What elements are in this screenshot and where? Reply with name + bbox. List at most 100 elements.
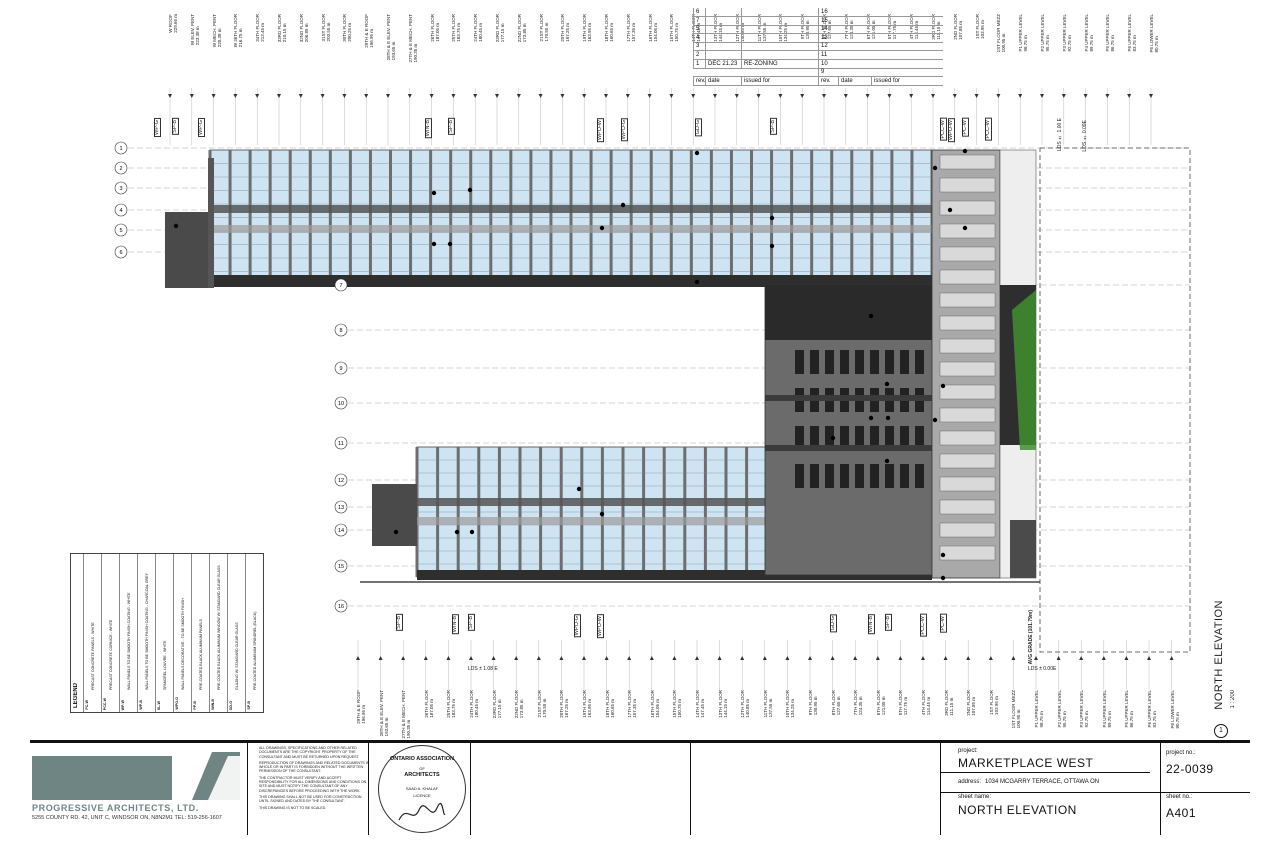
level-marker — [536, 656, 541, 660]
grid-bubble-label: 4 — [119, 208, 122, 214]
revision-cell — [741, 42, 744, 51]
grid-bubble-label: 12 — [338, 478, 344, 484]
level-label: P3 UPPER LEVEL 92.75 m — [1079, 690, 1090, 728]
level-marker — [1056, 656, 1061, 660]
podium-window — [915, 426, 924, 450]
project-number: 22-0039 — [1166, 762, 1214, 776]
level-marker — [1083, 94, 1088, 98]
material-marker — [576, 486, 582, 492]
level-marker — [830, 656, 835, 660]
floor-band — [417, 498, 932, 506]
podium-window — [870, 426, 879, 450]
building-elevation — [165, 147, 1191, 653]
material-tag: PC-W — [962, 118, 969, 137]
level-marker — [320, 94, 325, 98]
title-block — [30, 740, 1250, 835]
level-label: 6TH FLOOR 121.05 m — [875, 690, 886, 716]
dim-label: LDS ± 0.09E — [1082, 120, 1088, 152]
grid-bubble — [334, 396, 348, 410]
grid-bubble — [114, 161, 128, 175]
note: THIS DRAWING SHALL NOT BE USED FOR CONST… — [259, 794, 362, 804]
level-marker — [516, 94, 521, 98]
level-label: 14TH FLOOR 147.45 m — [695, 690, 705, 718]
level-marker — [966, 656, 971, 660]
level-marker — [843, 94, 848, 98]
revision-cell — [741, 25, 744, 34]
grid-bubble — [334, 278, 348, 292]
level-label: 27TH & E MECH. PENT 190.35 m — [407, 14, 418, 63]
grid-bubble — [334, 473, 348, 487]
level-label: P4 UPPER LEVEL 89.75 m — [1101, 690, 1112, 728]
level-marker — [604, 94, 608, 98]
avg-grade-label: AVG GRADE (101.79m) — [1028, 610, 1034, 665]
entrance — [1010, 520, 1036, 578]
podium-window — [795, 350, 804, 374]
level-label: 28TH & E ELEV. PENT 193.65 m — [378, 690, 389, 737]
level-label: W ELEV. PENT 223.38 m — [189, 14, 200, 46]
grid-bubble — [114, 181, 128, 195]
grid-bubble — [334, 361, 348, 375]
level-label: 34TH FLOOR 213.45 m — [255, 14, 266, 42]
revision-cell: 6 — [693, 8, 699, 16]
material-marker — [940, 383, 946, 389]
material-tag: SP-B — [172, 118, 179, 135]
revision-cell: 3 — [693, 42, 699, 51]
firm-name: PROGRESSIVE ARCHITECTS, LTD. — [32, 803, 199, 813]
level-label: 2ND FLOOR 107.85 m — [952, 14, 963, 40]
core-panel — [939, 246, 996, 262]
level-label: 30TH FLOOR 200.25 m — [342, 14, 353, 42]
revision-cell: DEC 21.23 — [705, 59, 737, 68]
level-label: 16TH FLOOR 154.05 m — [649, 690, 660, 718]
level-marker — [713, 94, 717, 98]
podium-window — [900, 426, 909, 450]
firm-logo — [32, 752, 240, 800]
material-marker — [940, 575, 946, 581]
podium-window — [810, 464, 819, 488]
legend-description: GLAZING W/ STANDARD CLEAR GLASS — [235, 622, 239, 690]
legend-description: PRE-COATED BLACK ALUMINUM PANELS — [199, 619, 203, 690]
core-panel — [939, 154, 996, 170]
level-marker — [996, 94, 1001, 98]
legend-title: LEGEND — [73, 682, 79, 708]
level-marker — [386, 94, 390, 98]
level-marker — [277, 94, 281, 98]
level-marker — [808, 656, 812, 660]
material-marker — [620, 202, 626, 208]
floor-band — [210, 205, 932, 213]
level-label: P3 UPPER LEVEL 92.75 m — [1061, 14, 1072, 52]
sheet-no-label: sheet no.: — [1166, 794, 1193, 800]
level-marker — [298, 94, 303, 98]
elevation-number-bubble: 1 — [1214, 724, 1228, 738]
sheet-number: A401 — [1166, 806, 1197, 820]
revision-header: rev. — [693, 76, 706, 85]
revision-cell: 15 — [818, 16, 828, 25]
level-marker — [672, 656, 677, 660]
level-label: 29TH & E ROOF 196.95 m — [364, 14, 375, 48]
podium-band — [765, 445, 935, 451]
level-label: 32ND FLOOR 206.85 m — [298, 14, 309, 43]
podium-window — [825, 464, 834, 488]
level-marker — [491, 656, 496, 660]
legend-code: SL-W — [157, 700, 161, 710]
revision-cell — [741, 8, 744, 16]
level-marker — [1105, 94, 1110, 98]
note: THE CONTRACTOR MUST VERIFY AND ACCEPT RE… — [259, 775, 367, 793]
level-marker — [364, 94, 369, 98]
revision-cell — [741, 33, 744, 42]
grid-bubble-label: 14 — [338, 528, 344, 534]
material-marker — [467, 187, 473, 193]
podium-window — [855, 464, 864, 488]
legend-code: PCC-W — [103, 697, 107, 710]
material-marker — [884, 381, 890, 387]
level-label: 5TH FLOOR 117.75 m — [898, 690, 909, 716]
level-marker — [423, 656, 428, 660]
grid-bubble-label: 10 — [338, 401, 344, 407]
level-marker — [974, 94, 979, 98]
podium-window — [825, 426, 834, 450]
legend-code: WIN-B — [211, 699, 215, 710]
level-label: 24TH FLOOR 180.45 m — [469, 690, 479, 718]
level-label: 4TH FLOOR 114.45 m — [921, 690, 931, 716]
